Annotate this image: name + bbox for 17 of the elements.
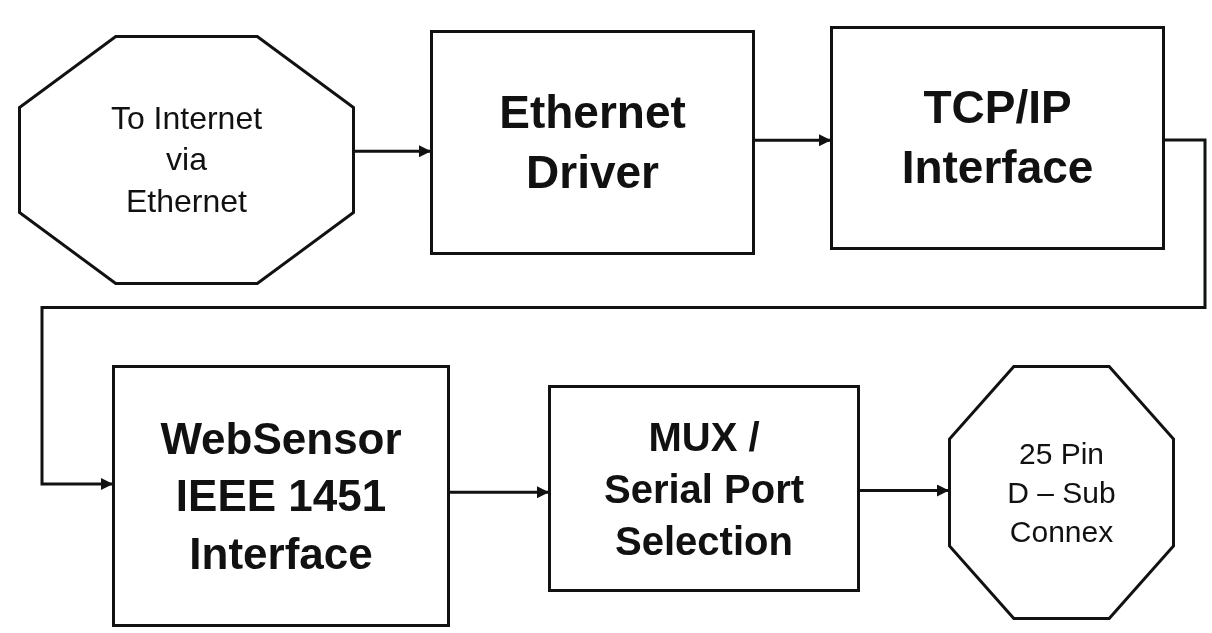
node-label: 25 Pin D – Sub Connex [1006,436,1117,550]
node-label: To Internet via Ethernet [109,98,264,221]
process-box [112,365,450,627]
arrow [860,484,949,497]
octagon-node [18,35,355,285]
node-label: MUX / Serial Port Selection [602,413,806,565]
process-box [830,26,1165,250]
node-label: Ethernet Driver [498,84,687,200]
node-label: WebSensor IEEE 1451 Interface [159,413,403,580]
arrow [355,145,431,158]
node-label: TCP/IP Interface [900,80,1095,195]
arrow [40,138,1207,490]
process-box [430,30,755,255]
arrow [450,486,549,499]
process-box [548,385,860,592]
arrow [755,134,831,147]
octagon-node [948,365,1175,620]
